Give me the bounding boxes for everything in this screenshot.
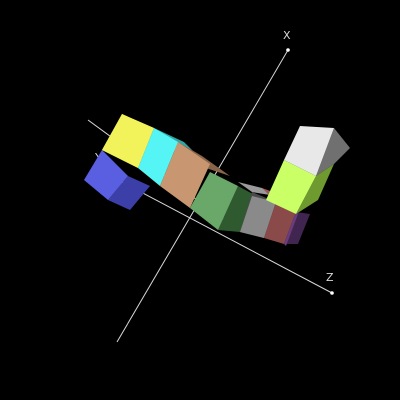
blue-block-side	[108, 176, 150, 210]
white-block[interactable]	[284, 126, 350, 176]
green-block[interactable]	[190, 172, 260, 232]
lime-block-side	[296, 164, 334, 214]
tan-block-side	[178, 142, 230, 176]
tan-block-front	[160, 142, 210, 208]
blue-block[interactable]	[84, 150, 150, 210]
gray-block[interactable]	[238, 182, 276, 238]
z-axis-tip	[330, 291, 334, 295]
z-axis-label: Z	[326, 271, 334, 284]
gray-block-front	[240, 196, 276, 238]
lime-block[interactable]	[266, 160, 334, 214]
purple-block-side	[284, 212, 310, 244]
lime-block-front	[266, 160, 316, 214]
yellow-block-front	[102, 114, 154, 168]
white-block-side	[316, 128, 350, 176]
x-axis-tip	[286, 48, 290, 52]
blocks	[84, 114, 350, 246]
x-axis-label: X	[283, 29, 291, 42]
yellow-block[interactable]	[102, 114, 154, 168]
purple-block[interactable]	[284, 212, 310, 246]
green-block-front	[190, 172, 238, 230]
green-block-side	[218, 186, 260, 232]
tan-block[interactable]	[160, 142, 230, 208]
purple-block-front	[284, 212, 298, 246]
blue-block-front	[84, 150, 128, 200]
cyan-block-front	[138, 128, 178, 186]
maroon-block-front	[264, 202, 296, 244]
white-block-front	[284, 126, 334, 176]
